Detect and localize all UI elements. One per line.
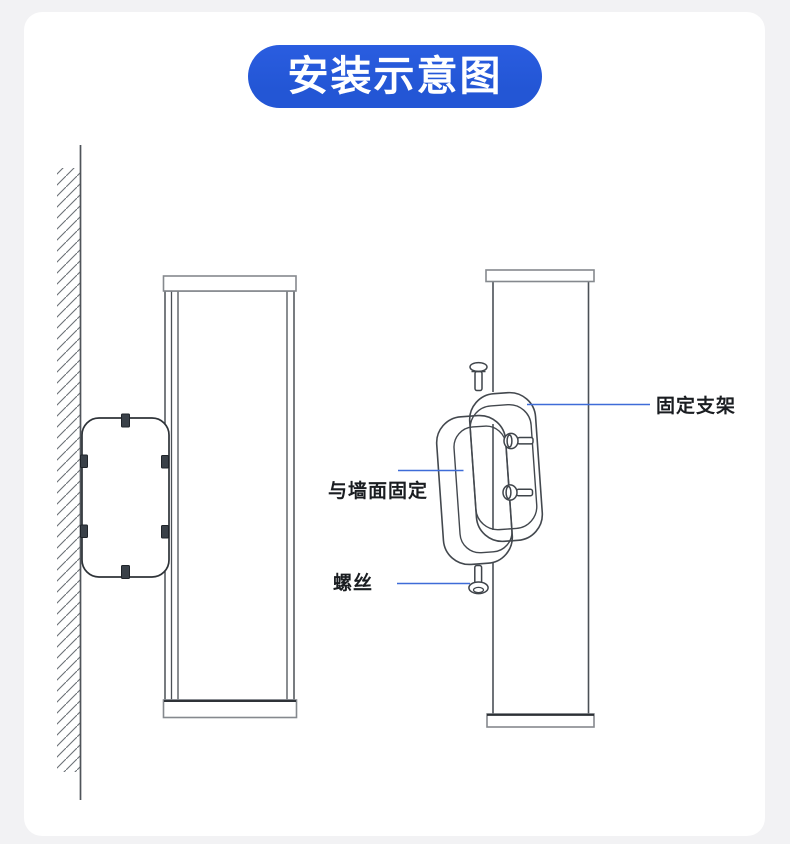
side-screw-shaft — [516, 436, 534, 445]
top-screw-head — [469, 361, 488, 373]
screws — [468, 361, 534, 595]
side-screw-slot — [505, 485, 512, 500]
label-wall-mount: 与墙面固定 — [328, 479, 428, 502]
bottom-screw-shaft — [474, 564, 483, 585]
speaker-side-view — [162, 275, 298, 719]
exploded-view-group: 固定支架 与墙面固定 螺丝 — [328, 269, 736, 728]
side-screw-upper — [503, 432, 534, 450]
bracket-tabs — [80, 413, 169, 579]
bottom-screw — [468, 564, 489, 595]
wall-bracket-side-view — [80, 413, 170, 579]
speaker-front-bottom-flange — [486, 713, 595, 728]
label-screw: 螺丝 — [333, 571, 373, 594]
speaker-side-top-flange — [162, 275, 297, 292]
section-title: 安装示意图 — [287, 53, 503, 99]
bottom-screw-head-inner — [472, 586, 485, 594]
speaker-front-top-flange — [485, 269, 595, 283]
speaker-side-bottom-flange — [162, 699, 298, 719]
section-title-banner: 安装示意图 — [248, 45, 542, 108]
wall-bracket-plate — [81, 417, 170, 578]
label-fixing-bracket: 固定支架 — [656, 394, 736, 417]
side-view-group — [57, 145, 298, 800]
bracket-front-loop-inner — [469, 403, 538, 531]
bracket-tab — [80, 524, 88, 538]
bracket-tab — [121, 413, 130, 428]
side-screw-slot — [506, 434, 513, 448]
speaker-front-view — [485, 269, 595, 728]
bracket-tab — [161, 455, 169, 469]
speaker-side-body — [164, 290, 295, 701]
top-screw-shaft — [474, 370, 483, 392]
wall-hatching — [57, 168, 81, 772]
side-screw-lower — [502, 484, 534, 501]
leader-lines — [397, 403, 650, 585]
speaker-front-body-edges — [492, 281, 590, 714]
side-screw-shaft — [515, 488, 534, 497]
bracket-tab — [80, 454, 88, 468]
bracket-tab — [121, 565, 130, 579]
top-screw — [469, 361, 488, 392]
bracket-tab — [161, 525, 169, 539]
